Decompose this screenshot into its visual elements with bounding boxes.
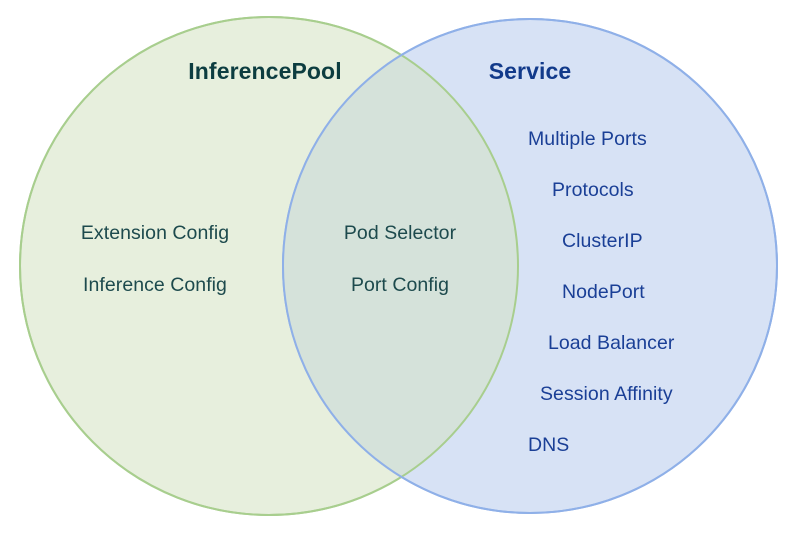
intersection-shape[interactable] (283, 19, 777, 513)
right-circle-title: Service (488, 58, 572, 84)
left-circle-title: InferencePool (188, 58, 342, 84)
right-circle-outline (282, 18, 778, 514)
left-circle-outline (19, 16, 519, 516)
